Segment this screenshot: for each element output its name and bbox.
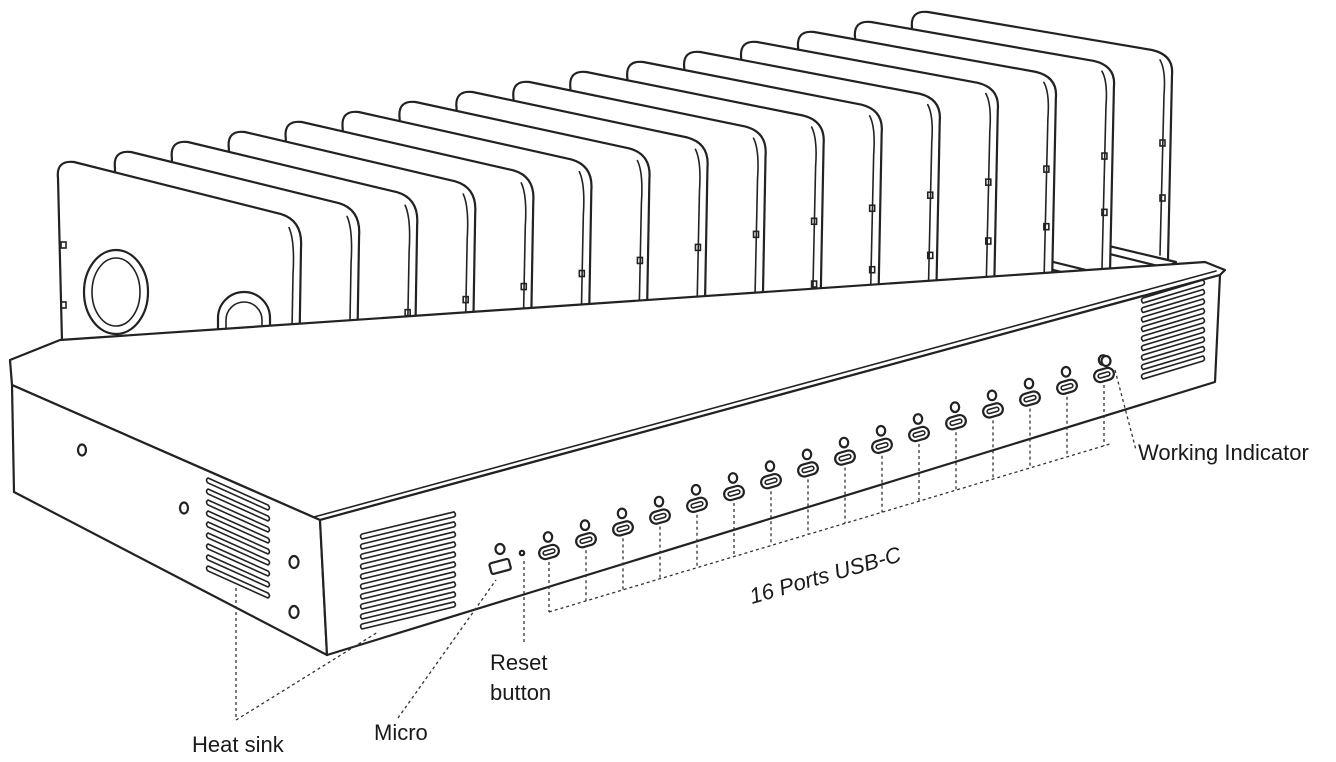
- usb-c-port-icon: [760, 460, 782, 490]
- usb-c-ports: [538, 354, 1115, 561]
- leader-lines: [235, 369, 1137, 721]
- usb-c-port-icon: [538, 531, 560, 561]
- usb-c-port-icon: [686, 483, 708, 514]
- usb-c-port-icon: [1056, 365, 1078, 396]
- usb-c-port-icon: [871, 424, 893, 455]
- usb-c-port-icon: [649, 495, 671, 525]
- reset-button-icon: [518, 549, 526, 557]
- usb-c-port-icon: [1019, 377, 1041, 407]
- usb-c-port-icon: [575, 519, 597, 549]
- micro-led-icon: [494, 542, 506, 556]
- working-indicator-label: Working Indicator: [1138, 440, 1309, 465]
- usb-c-port-icon: [834, 436, 856, 466]
- working-indicator-led-icon: [1100, 354, 1112, 368]
- micro-label: Micro: [374, 720, 428, 745]
- usb-c-ports-label: 16 Ports USB-C: [746, 542, 903, 609]
- reset-button-label: Reset: [490, 650, 547, 675]
- side-screw-hole: [76, 443, 88, 457]
- usb-c-port-icon: [982, 389, 1004, 419]
- usb-c-port-icon: [723, 472, 745, 502]
- usb-c-port-icon: [908, 413, 930, 443]
- usb-c-port-icon: [945, 401, 967, 431]
- reset-button-label-line2: button: [490, 680, 551, 705]
- heat-sink-label: Heat sink: [192, 732, 285, 757]
- side-screw-hole: [178, 501, 190, 515]
- usb-c-port-icon: [612, 507, 634, 537]
- side-heat-sink-vent: [205, 477, 271, 599]
- front-heat-sink-vent: [359, 511, 457, 630]
- micro-usb-port-icon: [488, 557, 512, 576]
- usb-c-port-icon: [797, 448, 819, 478]
- right-heat-sink-vent: [1140, 279, 1206, 380]
- side-screw-hole: [288, 554, 300, 570]
- side-screw-hole: [288, 604, 300, 620]
